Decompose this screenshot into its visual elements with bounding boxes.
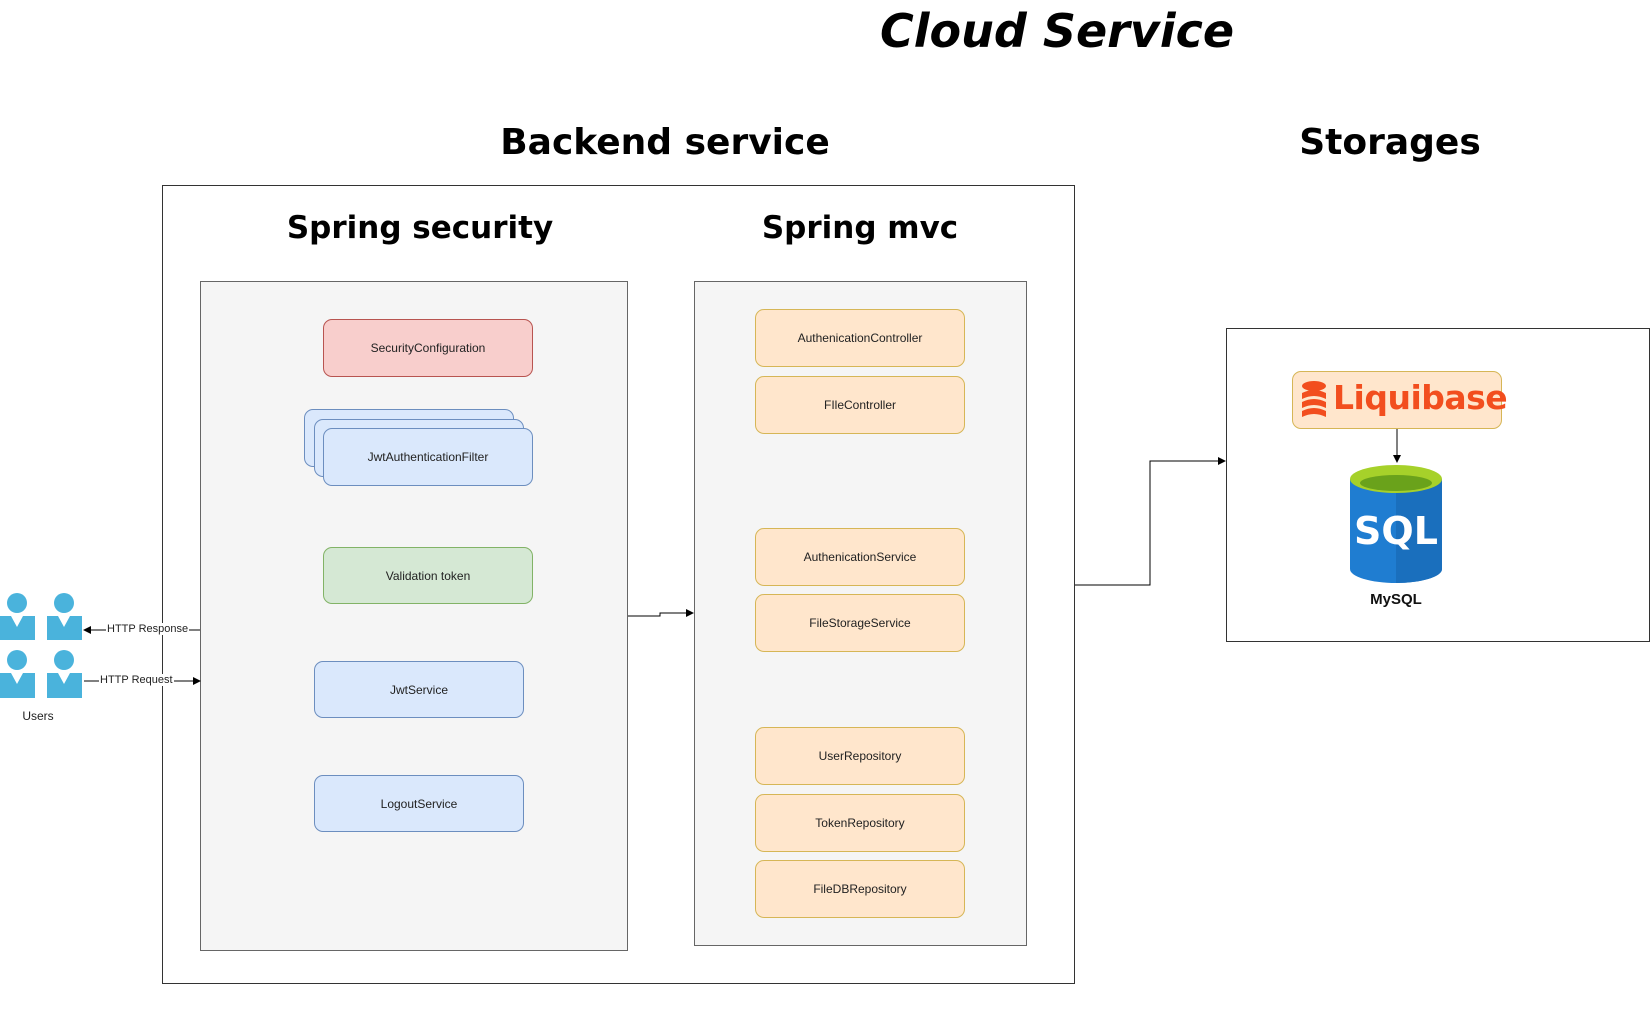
token-repository-label: TokenRepository [815, 816, 905, 830]
storages-title: Storages [1299, 122, 1481, 163]
logout-service-node: LogoutService [314, 775, 524, 832]
file-controller-node: FIleController [755, 376, 965, 434]
liquibase-wordmark: Liquibase [1333, 378, 1508, 417]
jwt-service-label: JwtService [389, 682, 448, 697]
authentication-controller-node: AuthenicationController [755, 309, 965, 367]
http-request-label: HTTP Request [99, 674, 174, 686]
security-to-mvc-arrow [628, 609, 694, 617]
mysql-label: MySQL [1370, 591, 1422, 608]
jwt-service-node: JwtService [314, 661, 524, 718]
user-repository-node: UserRepository [755, 727, 965, 785]
liquibase-icon [1302, 381, 1326, 417]
security-configuration-node: SecurityConfiguration [323, 319, 533, 377]
sql-icon-text: SQL [1354, 509, 1438, 553]
liquibase-logo: Liquibase [1292, 371, 1508, 429]
spring-security-panel [200, 281, 628, 951]
http-response-label: HTTP Response [106, 623, 190, 635]
token-repository-node: TokenRepository [755, 794, 965, 852]
authentication-controller-label: AuthenicationController [797, 331, 923, 345]
backend-to-storage-arrow [1075, 457, 1226, 586]
user-repository-label: UserRepository [818, 749, 902, 763]
spring-security-title: Spring security [286, 210, 554, 246]
validation-token-label: Validation token [385, 568, 471, 583]
spring-mvc-title: Spring mvc [761, 210, 959, 246]
sql-database-icon: SQL [1348, 463, 1444, 587]
security-configuration-label: SecurityConfiguration [370, 341, 486, 355]
jwt-authentication-filter-node: JwtAuthenticationFilter [323, 428, 533, 486]
validation-token-node: Validation token [323, 547, 533, 604]
file-storage-service-node: FileStorageService [755, 594, 965, 652]
backend-service-title: Backend service [500, 122, 830, 163]
users-icon [0, 592, 84, 702]
file-db-repository-label: FileDBRepository [813, 882, 907, 896]
authentication-service-node: AuthenicationService [755, 528, 965, 586]
file-storage-service-label: FileStorageService [809, 616, 911, 630]
file-db-repository-node: FileDBRepository [755, 860, 965, 918]
logout-service-label: LogoutService [380, 796, 458, 811]
jwt-authentication-filter-label: JwtAuthenticationFilter [367, 450, 489, 464]
users-label: Users [22, 709, 54, 723]
diagram-title: Cloud Service [880, 4, 1235, 58]
authentication-service-label: AuthenicationService [803, 550, 917, 564]
file-controller-label: FIleController [823, 398, 897, 412]
